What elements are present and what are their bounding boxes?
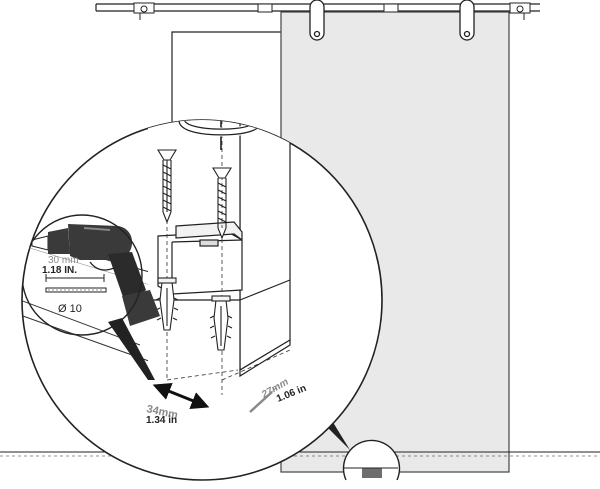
drill-depth-imperial: 1.18 IN. xyxy=(42,265,77,276)
door-hangers xyxy=(309,0,475,41)
floor-guide-block xyxy=(362,468,382,478)
wall-anchor-left xyxy=(155,277,179,331)
screw-right xyxy=(212,167,232,240)
drill-depth-guide xyxy=(45,274,107,293)
drill-callout-pointer xyxy=(108,318,155,380)
rotation-arrow-icon xyxy=(177,120,264,137)
width-imperial-label: 1.34 in xyxy=(146,415,177,426)
width-dimension: 34mm 1.34 in xyxy=(145,382,210,426)
drill-inset-circle xyxy=(22,214,143,336)
drill-diameter-label: Ø 10 xyxy=(58,303,82,315)
wall-anchor-right xyxy=(209,295,233,351)
detail-magnifier xyxy=(21,119,383,481)
screw-left xyxy=(157,149,177,224)
drill-icon xyxy=(31,224,160,326)
drill-bit-labels: 30 mm 1.18 IN. Ø 10 xyxy=(42,255,82,315)
drill-depth-metric: 30 mm xyxy=(48,255,79,266)
floor-guide-callout xyxy=(342,439,401,481)
